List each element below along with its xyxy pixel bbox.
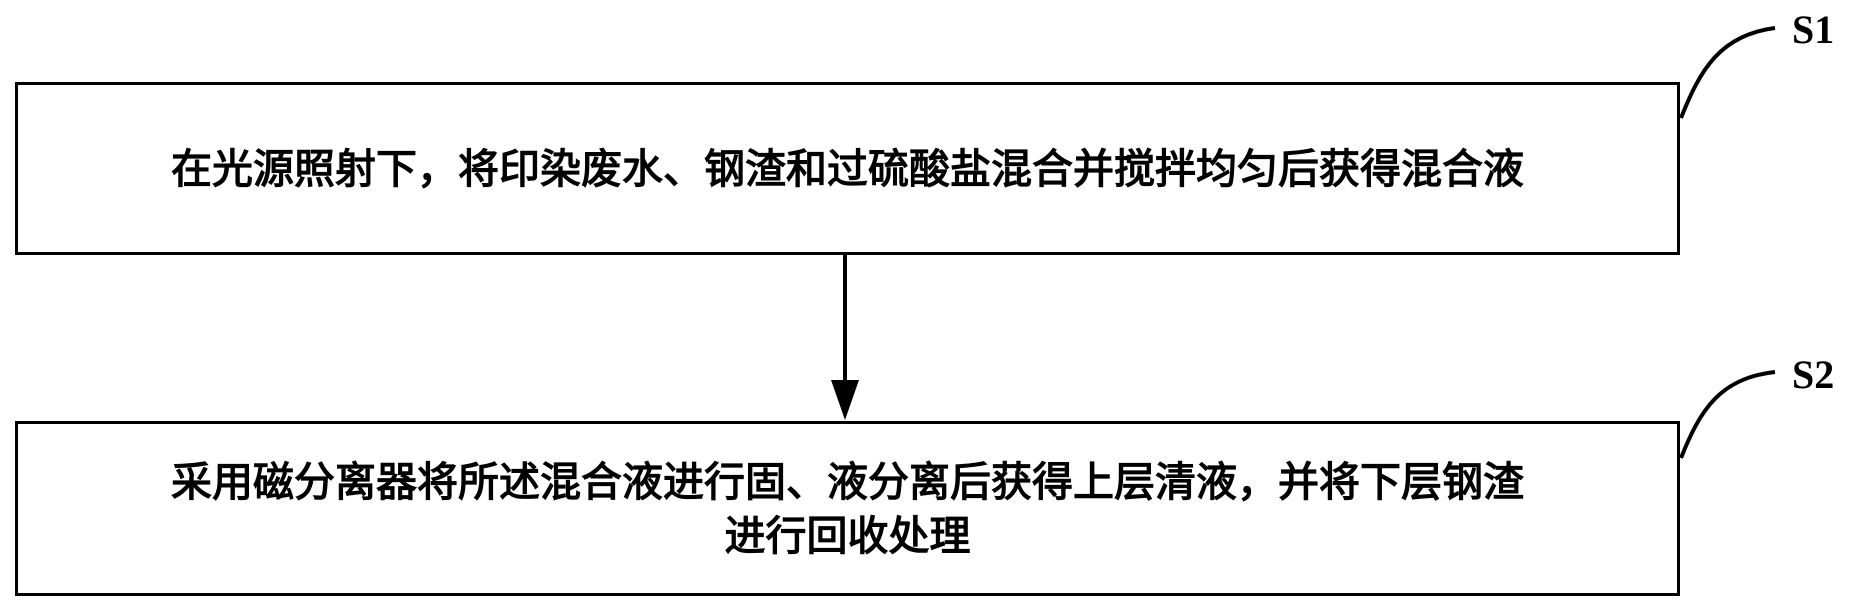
step-label-s1: S1 — [1792, 7, 1835, 52]
step-label-s2: S2 — [1792, 352, 1835, 397]
step-text-s2: 采用磁分离器将所述混合液进行固、液分离后获得上层清液，并将下层钢渣 进行回收处理 — [171, 455, 1524, 563]
step-box-s1: 在光源照射下，将印染废水、钢渣和过硫酸盐混合并搅拌均匀后获得混合液 — [15, 82, 1680, 255]
step-text-s2-line1: 采用磁分离器将所述混合液进行固、液分离后获得上层清液，并将下层钢渣 — [171, 457, 1524, 506]
leader-curve-s2 — [1679, 370, 1776, 459]
step-text-s2-line2: 进行回收处理 — [724, 511, 971, 560]
leader-curve-s1 — [1679, 26, 1776, 119]
step-box-s2: 采用磁分离器将所述混合液进行固、液分离后获得上层清液，并将下层钢渣 进行回收处理 — [15, 421, 1680, 596]
step-text-s1: 在光源照射下，将印染废水、钢渣和过硫酸盐混合并搅拌均匀后获得混合液 — [171, 144, 1524, 193]
arrowhead — [831, 380, 859, 420]
